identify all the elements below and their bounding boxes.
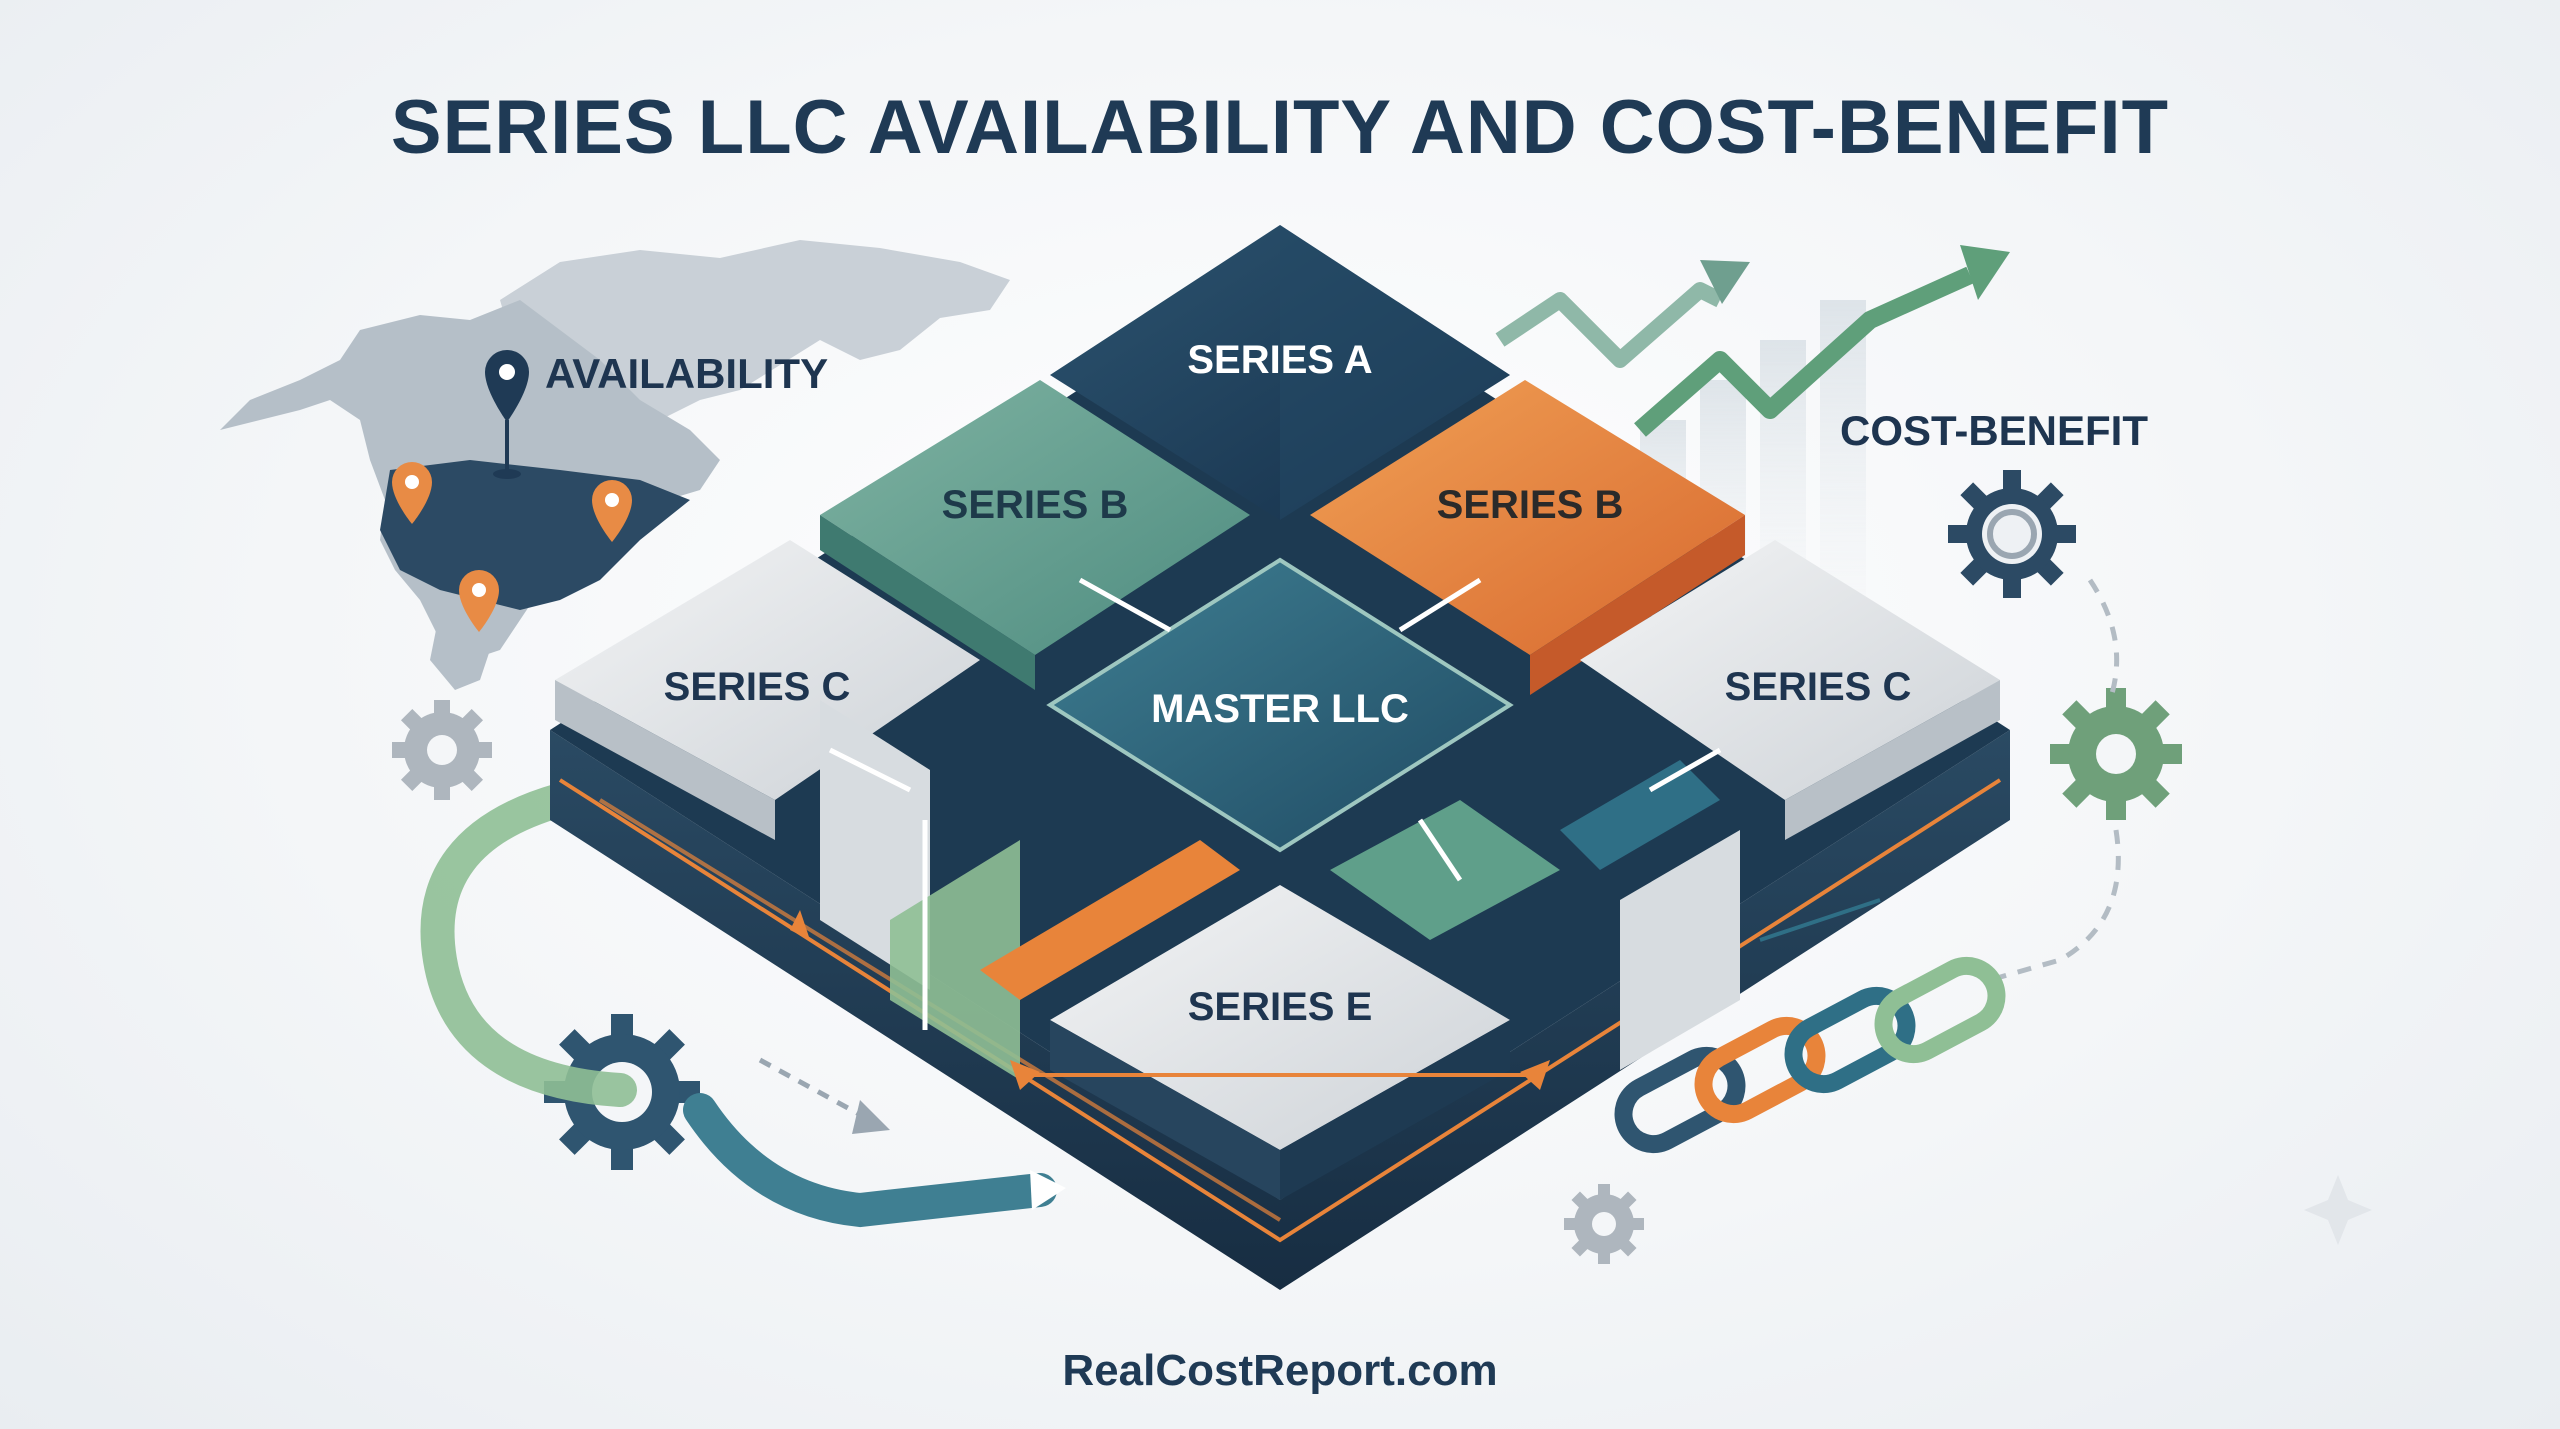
series-a-label: SERIES A xyxy=(1187,338,1372,382)
series-e-tile: SERIES E xyxy=(1050,885,1510,1200)
master-llc-label: MASTER LLC xyxy=(1151,687,1409,731)
series-b-right-tile: SERIES B xyxy=(1310,380,1745,695)
series-b-right-label: SERIES B xyxy=(1437,483,1624,527)
gear-icon xyxy=(1564,1184,1644,1264)
page-title: SERIES LLC AVAILABILITY AND COST-BENEFIT xyxy=(391,85,2169,170)
series-a-tile: SERIES A xyxy=(1050,225,1510,520)
gear-icon xyxy=(392,700,492,800)
series-c-right-label: SERIES C xyxy=(1725,665,1912,709)
footer-url: RealCostReport.com xyxy=(1062,1346,1497,1395)
master-llc-tile: MASTER LLC xyxy=(1046,557,1514,853)
chain-link-icon xyxy=(1614,956,2006,1154)
sparkle-icon xyxy=(2304,1175,2372,1245)
series-c-right-tile: SERIES C xyxy=(1580,540,2000,840)
series-b-left-tile: SERIES B xyxy=(820,380,1250,690)
dashed-arrowhead xyxy=(852,1100,890,1134)
series-b-left-label: SERIES B xyxy=(942,483,1129,527)
trend-arrow-icon xyxy=(1495,260,1750,368)
trend-arrow-icon xyxy=(1634,245,2010,437)
map-pin-icon xyxy=(592,480,632,542)
map-pin-icon xyxy=(459,570,499,632)
availability-label: AVAILABILITY xyxy=(545,350,828,397)
flow-arrowhead xyxy=(1030,1170,1066,1210)
gear-icon xyxy=(2050,688,2182,820)
teal-flow-line xyxy=(1759,898,1881,942)
gear-icon xyxy=(1948,470,2076,598)
series-c-left-label: SERIES C xyxy=(664,665,851,709)
flow-arrows xyxy=(828,577,1722,1030)
series-e-label: SERIES E xyxy=(1188,985,1373,1029)
map-pin-icon xyxy=(485,350,529,479)
map-pin-icon xyxy=(392,462,432,524)
teal-flow-swoosh xyxy=(683,1093,1057,1228)
green-flow-swoosh xyxy=(420,783,637,1107)
dashed-connector xyxy=(1989,578,2121,983)
series-c-left-tile: SERIES C xyxy=(555,540,980,840)
cost-benefit-label: COST-BENEFIT xyxy=(1840,407,2148,454)
dashed-connector xyxy=(758,1057,872,1123)
